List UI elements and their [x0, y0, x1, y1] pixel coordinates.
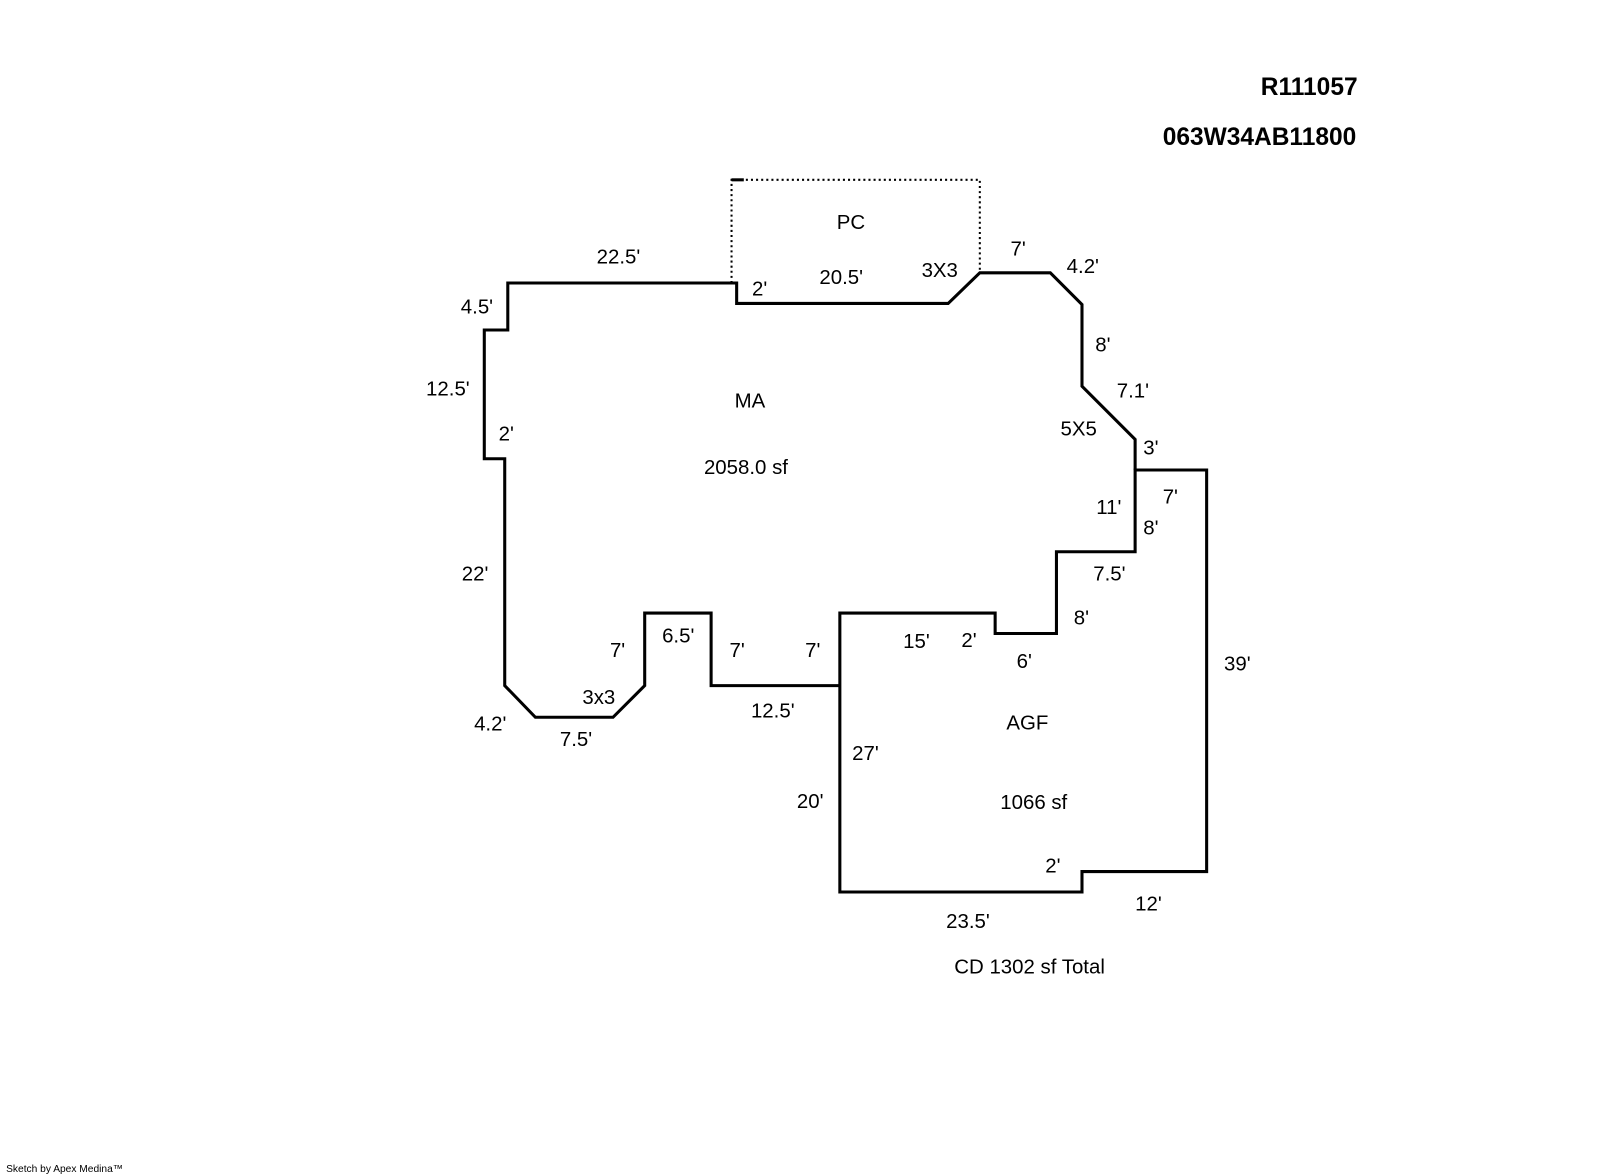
- dimension-label: 6.5': [662, 626, 694, 648]
- dimension-labels: 22.5' 4.5' 12.5' 2' 22' 4.2' 7.5' 3x3 7' 6.5' 7' 7'…: [426, 238, 1251, 932]
- dimension-label: 23.5': [946, 911, 990, 933]
- dimension-label: 4.5': [461, 297, 493, 319]
- dimension-label: 4.2': [1067, 256, 1099, 278]
- parcel-id: 063W34AB11800: [1163, 124, 1357, 151]
- porch-outline: [730, 178, 981, 284]
- total-area: CD 1302 sf Total: [954, 957, 1105, 979]
- dimension-label: 12.5': [751, 700, 795, 722]
- dimension-label: 7': [730, 640, 745, 662]
- porch-label: PC: [837, 212, 865, 234]
- dimension-label: 8': [1143, 517, 1158, 539]
- footer-credit: Sketch by Apex Medina™: [6, 1164, 123, 1174]
- garage-area-size: 1066 sf: [1000, 792, 1067, 814]
- dimension-label: 20': [797, 791, 824, 813]
- garage-outline: [838, 468, 1209, 894]
- dimension-label: 2': [961, 630, 976, 652]
- garage-label: AGF: [1006, 713, 1048, 735]
- dimension-label: 12': [1135, 893, 1162, 915]
- dimension-label: 7.5': [1093, 563, 1125, 585]
- dimension-label: 11': [1096, 497, 1121, 519]
- dimension-label: 15': [903, 631, 930, 653]
- dimension-label: 2': [1045, 856, 1060, 878]
- dimension-label: 22': [462, 563, 489, 585]
- main-area-label: MA: [735, 391, 766, 413]
- dimension-label: 7': [610, 640, 625, 662]
- dimension-label: 7': [805, 640, 820, 662]
- dimension-label: 5X5: [1061, 418, 1097, 440]
- dimension-label: 6': [1017, 651, 1032, 673]
- dimension-label: 22.5': [597, 247, 641, 269]
- main-area-outline: [482, 271, 1137, 719]
- dimension-label: 7.1': [1117, 380, 1149, 402]
- dimension-label: 27': [852, 743, 879, 765]
- dimension-label: 12.5': [426, 378, 470, 400]
- main-area-size: 2058.0 sf: [704, 457, 788, 479]
- dimension-label: 3X3: [922, 260, 958, 282]
- dimension-label: 39': [1224, 653, 1251, 675]
- dimension-label: 7.5': [560, 729, 592, 751]
- dimension-label: 2': [752, 278, 767, 300]
- dimension-label: 7': [1010, 238, 1025, 260]
- dimension-label: 20.5': [819, 267, 863, 289]
- dimension-label: 3x3: [582, 687, 615, 709]
- account-id: R111057: [1261, 74, 1358, 101]
- dimension-label: 2': [499, 423, 514, 445]
- dimension-label: 4.2': [474, 714, 506, 736]
- dimension-label: 3': [1143, 438, 1158, 460]
- dimension-label: 8': [1074, 607, 1089, 629]
- dimension-label: 8': [1095, 334, 1110, 356]
- dimension-label: 7': [1163, 487, 1178, 509]
